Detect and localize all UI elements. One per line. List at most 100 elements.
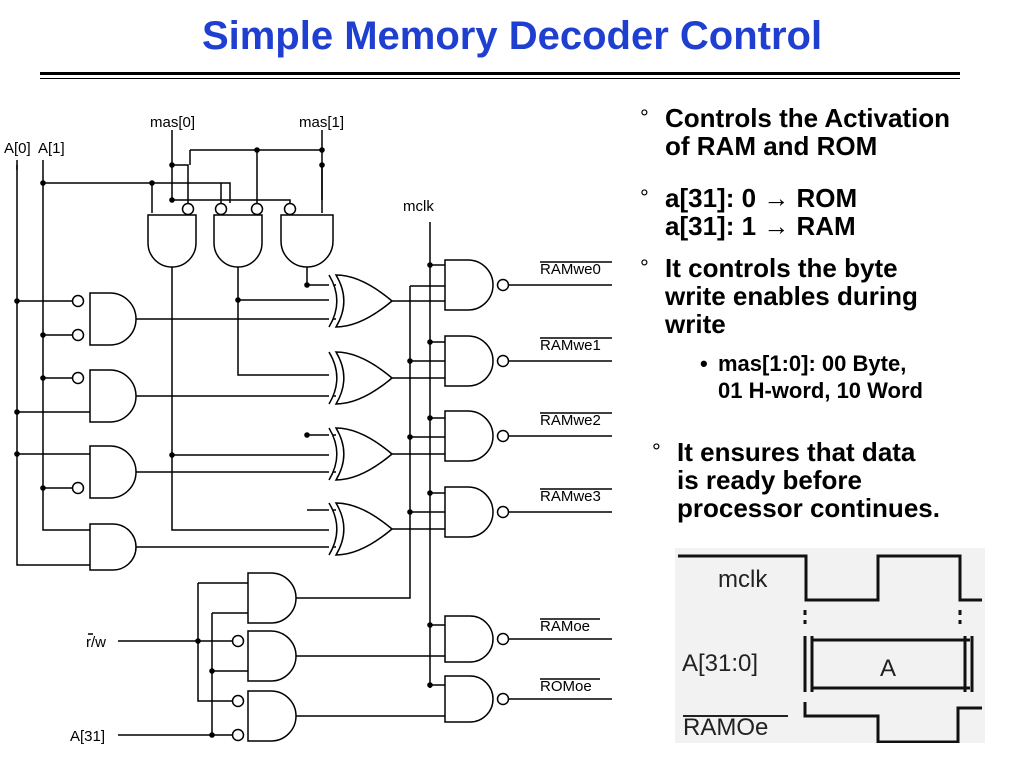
and-gate (147, 214, 197, 268)
label-rw: r/w (86, 634, 106, 651)
label-ramoe: RAMoe (540, 618, 590, 635)
title-rule (40, 72, 960, 75)
inversion-bubble (496, 354, 510, 368)
bullet-line: It ensures that data (677, 437, 916, 467)
and-gate (89, 445, 137, 499)
timing-background (675, 548, 985, 743)
wire (197, 641, 232, 702)
junction-dot (209, 668, 215, 674)
inversion-bubble (496, 692, 510, 706)
wire (237, 267, 336, 376)
bullet-line: Controls the Activation (665, 103, 951, 133)
sub-bullet-marker: • (700, 351, 708, 376)
bullet-line: is ready before (677, 465, 862, 495)
junction-dot (169, 162, 175, 168)
junction-dot (304, 432, 310, 438)
junction-dot (407, 358, 413, 364)
junction-dot (427, 262, 433, 268)
and-gate (247, 690, 297, 742)
inversion-bubble (231, 634, 245, 648)
or-gate (334, 427, 394, 481)
timing-bus-value: A (880, 655, 896, 682)
bullet-marker: ° (640, 105, 649, 130)
inversion-bubble (496, 505, 510, 519)
and-gate (247, 572, 297, 624)
wire (43, 182, 231, 203)
wire (172, 199, 291, 203)
bullet-line: write enables during (665, 281, 918, 311)
circuit-wires (16, 130, 612, 736)
junction-dot (195, 638, 201, 644)
inversion-bubble (181, 202, 195, 216)
inversion-bubble (231, 694, 245, 708)
wire (42, 160, 90, 531)
junction-dot (40, 375, 46, 381)
wire (171, 267, 336, 531)
bullet-line: mas[1:0]: 00 Byte, (718, 351, 907, 376)
wire (16, 160, 90, 566)
bullet-byte-write: ° It controls the byte write enables dur… (640, 254, 918, 338)
or-gate-back (328, 502, 338, 556)
inversion-bubble (71, 294, 85, 308)
and-gate (89, 523, 137, 571)
junction-dot (254, 147, 260, 153)
bullet-line: It controls the byte (665, 253, 898, 283)
decoder-circuit-diagram: A[0] A[1] mas[0] mas[1] mclk r/w A[31] R… (4, 114, 612, 745)
inversion-bubble (250, 202, 264, 216)
active-low-overbars (88, 261, 612, 680)
bullet-a31: ° a[31]: 0 → ROM a[31]: 1 → RAM (640, 184, 857, 240)
or-gate (334, 502, 394, 556)
junction-dot (407, 434, 413, 440)
bullet-line: a[31]: 0 → ROM (665, 183, 858, 213)
timing-label-addr: A[31:0] (682, 650, 758, 677)
timing-label-ramoe: RAMOe (683, 714, 768, 741)
slide-title: Simple Memory Decoder Control (201, 14, 823, 58)
and-gate (247, 630, 297, 682)
bullet-marker: ° (640, 185, 649, 210)
label-mas0: mas[0] (150, 114, 195, 131)
and-gate (280, 214, 334, 268)
bullet-line: processor continues. (677, 493, 940, 523)
circuit-labels: A[0] A[1] mas[0] mas[1] mclk r/w A[31] R… (4, 114, 601, 745)
junction-dot (169, 452, 175, 458)
sub-bullet-mas: • mas[1:0]: 00 Byte, 01 H-word, 10 Word (700, 350, 923, 404)
mclk-waveform (678, 554, 982, 602)
label-a31: A[31] (70, 728, 105, 745)
inversion-bubble (496, 632, 510, 646)
bullet-marker: ° (652, 439, 661, 464)
bullet-activation: ° Controls the Activation of RAM and ROM (640, 104, 950, 160)
junction-dot (149, 180, 155, 186)
label-mas1: mas[1] (299, 114, 344, 131)
bullet-data-ready: ° It ensures that data is ready before p… (652, 438, 940, 522)
label-romoe: ROMoe (540, 678, 592, 695)
label-a0: A[0] (4, 140, 31, 157)
and-gate (444, 335, 494, 387)
bullet-line: 01 H-word, 10 Word (718, 378, 923, 403)
junction-dot (40, 485, 46, 491)
inversion-bubble (71, 481, 85, 495)
and-gate (444, 410, 494, 462)
and-gate (89, 369, 137, 423)
or-gate-back (328, 351, 338, 405)
label-ramwe1: RAMwe1 (540, 337, 601, 354)
bullet-line: of RAM and ROM (665, 131, 878, 161)
label-ramwe3: RAMwe3 (540, 488, 601, 505)
inversion-bubble (283, 202, 297, 216)
or-gate (334, 351, 394, 405)
title-rule-thin (40, 78, 960, 79)
bullet-line: a[31]: 1 → RAM (665, 211, 856, 241)
junction-dot (235, 297, 241, 303)
inversion-bubble (71, 328, 85, 342)
inversion-bubble (214, 202, 228, 216)
and-gate (213, 214, 263, 268)
or-gate-back (328, 274, 338, 328)
wire (172, 164, 189, 203)
inversion-bubble (496, 278, 510, 292)
junction-dot (14, 409, 20, 415)
and-gate (444, 615, 494, 663)
junction-dot (14, 451, 20, 457)
bullet-line: write (665, 309, 726, 339)
junction-dot (427, 682, 433, 688)
circuit-gates (71, 202, 510, 742)
label-ramwe2: RAMwe2 (540, 412, 601, 429)
